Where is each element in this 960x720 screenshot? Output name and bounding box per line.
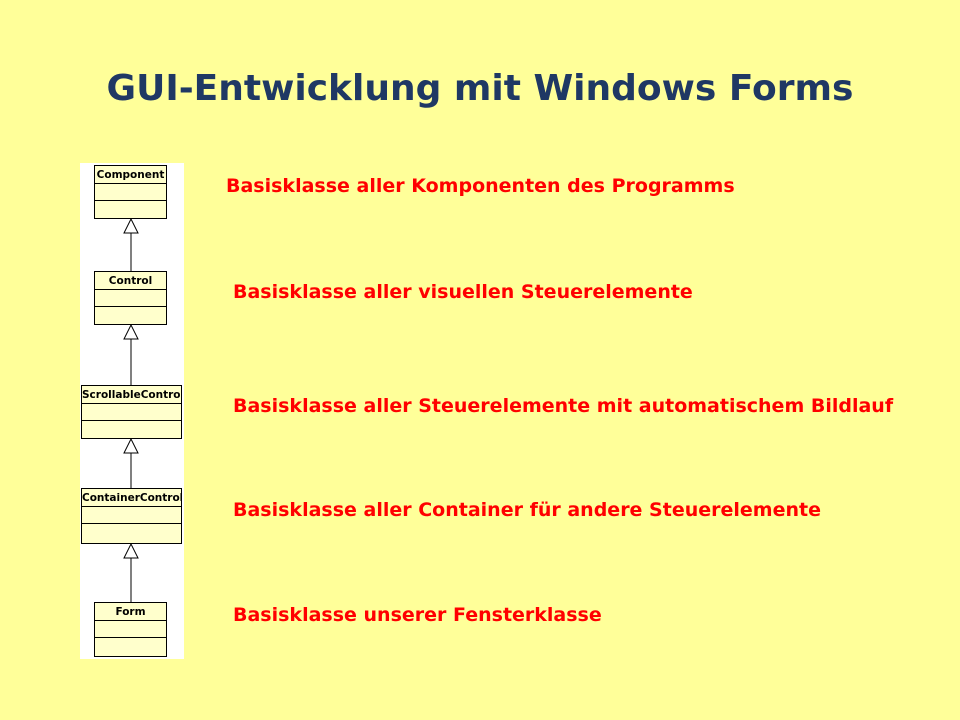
- inheritance-arrow-containercontrol-to-scrollablecontrol: [123, 437, 139, 488]
- inheritance-arrow-control-to-component: [123, 217, 139, 271]
- class-attributes: [82, 507, 181, 524]
- description-component: Basisklasse aller Komponenten des Progra…: [226, 175, 735, 197]
- description-control: Basisklasse aller visuellen Steuerelemen…: [233, 281, 693, 303]
- class-attributes: [95, 184, 166, 201]
- description-scrollablecontrol: Basisklasse aller Steuerelemente mit aut…: [233, 395, 894, 417]
- class-name: Control: [95, 272, 166, 290]
- inheritance-arrow-scrollablecontrol-to-control: [123, 323, 139, 385]
- class-attributes: [95, 621, 166, 638]
- class-attributes: [82, 404, 181, 421]
- description-containercontrol: Basisklasse aller Container für andere S…: [233, 499, 821, 521]
- slide-title: GUI-Entwicklung mit Windows Forms: [106, 68, 854, 109]
- class-name: ContainerControl: [82, 489, 181, 507]
- inheritance-arrow-form-to-containercontrol: [123, 542, 139, 602]
- class-name: Form: [95, 603, 166, 621]
- class-box-scrollablecontrol: ScrollableControl: [81, 385, 182, 439]
- class-box-component: Component: [94, 165, 167, 219]
- description-form: Basisklasse unserer Fensterklasse: [233, 604, 602, 626]
- class-attributes: [95, 290, 166, 307]
- class-box-control: Control: [94, 271, 167, 325]
- class-box-containercontrol: ContainerControl: [81, 488, 182, 544]
- class-name: ScrollableControl: [82, 386, 181, 404]
- class-box-form: Form: [94, 602, 167, 657]
- class-name: Component: [95, 166, 166, 184]
